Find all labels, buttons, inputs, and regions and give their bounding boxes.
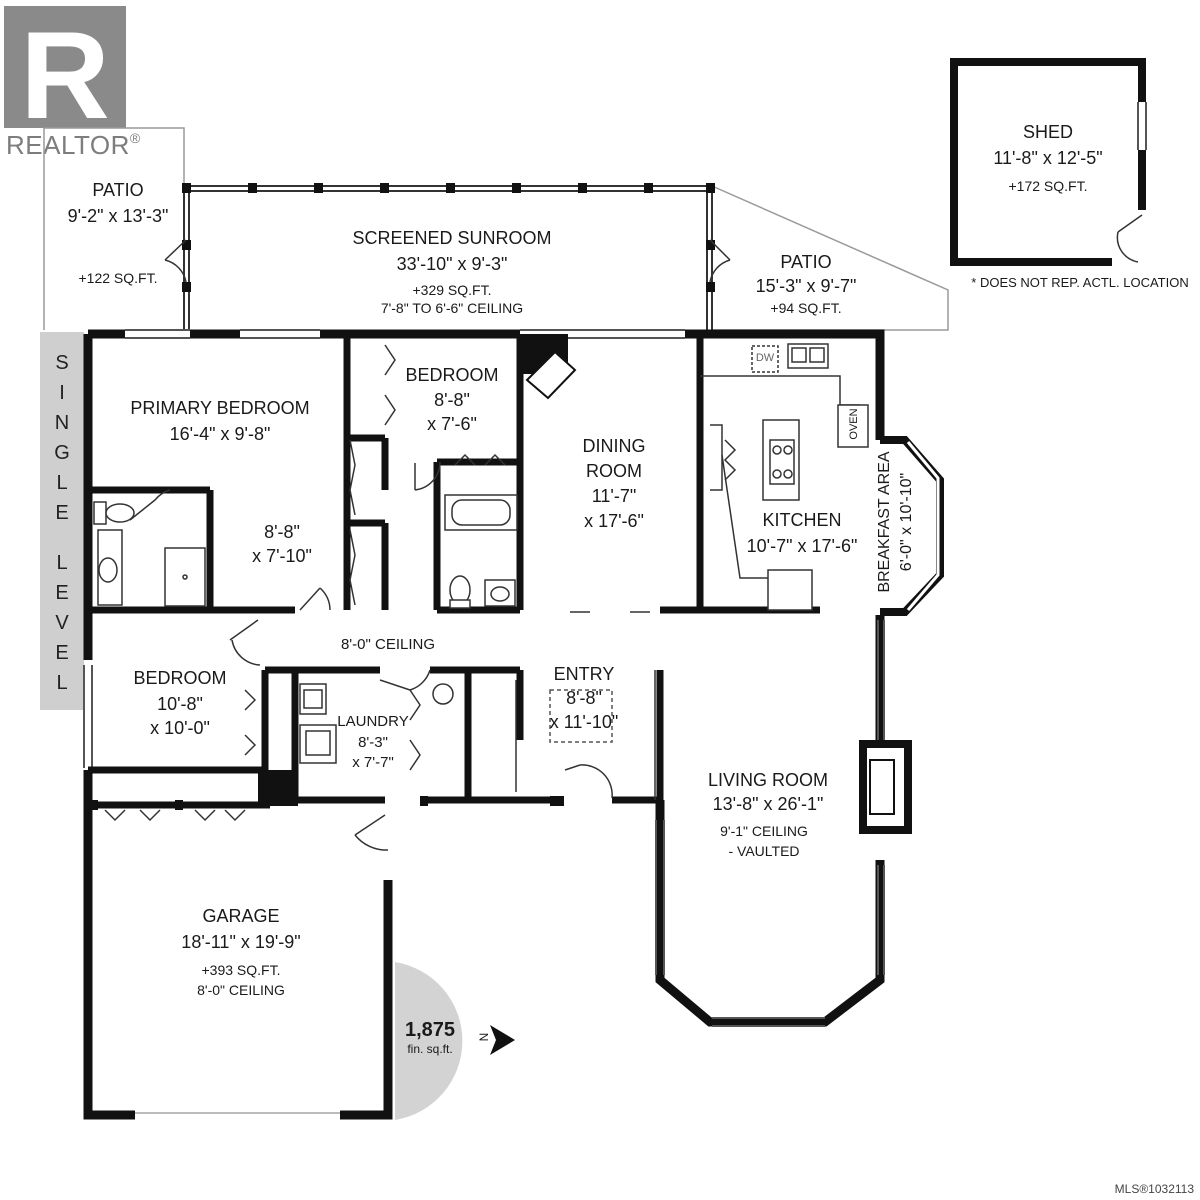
mls-number: MLS®1032113 <box>1114 1182 1194 1196</box>
dishwasher-label: DW <box>755 352 775 364</box>
garage-ceiling: 8'-0" CEILING <box>197 982 285 998</box>
kitchen-dims: 10'-7" x 17'-6" <box>746 536 858 556</box>
patio-right-name: PATIO <box>780 252 832 272</box>
compass-unit: fin. sq.ft. <box>407 1042 453 1056</box>
side-letter: S <box>55 352 69 374</box>
patio-left-outline <box>43 127 185 330</box>
patio-right-dims: 15'-3" x 9'-7" <box>755 276 857 296</box>
bedroom-small-dims-a: 8'-8" <box>434 390 470 410</box>
side-letter: V <box>55 612 69 634</box>
laundry-appliances <box>299 683 337 764</box>
shed-name: SHED <box>1022 122 1074 142</box>
side-letter: L <box>56 672 68 694</box>
ensuite-dims-b: x 7'-10" <box>252 546 312 566</box>
dishwasher <box>751 345 779 373</box>
fireplace-hearth <box>525 350 895 815</box>
shed <box>950 58 1147 266</box>
door-swings <box>129 461 650 851</box>
bedroom-small-dims-b: x 7'-6" <box>427 414 477 434</box>
bathroom-fixtures <box>93 494 518 705</box>
kitchen-name: KITCHEN <box>762 510 842 530</box>
garage-area: +393 SQ.FT. <box>201 962 281 978</box>
garage-dims: 18'-11" x 19'-9" <box>181 932 301 952</box>
primary-bedroom-name: PRIMARY BEDROOM <box>130 398 310 418</box>
bedroom-small-name: BEDROOM <box>405 365 499 385</box>
sunroom-ceiling: 7'-8" TO 6'-6" CEILING <box>380 300 524 316</box>
entry-dims-b: x 11'-10" <box>549 712 619 732</box>
laundry-dims-b: x 7'-7" <box>352 754 394 771</box>
side-letter: E <box>55 582 69 604</box>
patio-left-dims: 9'-2" x 13'-3" <box>67 206 169 226</box>
closet-doors <box>104 344 737 822</box>
bedroom-left-dims-a: 10'-8" <box>157 694 203 714</box>
realtor-logo: R REALTOR® <box>0 0 140 160</box>
sunroom-doors <box>164 239 731 283</box>
patio-left-name: PATIO <box>92 180 144 200</box>
entry-name: ENTRY <box>553 664 615 684</box>
entry-dims-a: 8'-8" <box>566 688 602 708</box>
sunroom-posts <box>182 183 715 292</box>
bedroom-left-dims-b: x 10'-0" <box>150 718 210 738</box>
shed-dims: 11'-8" x 12'-5" <box>993 148 1103 168</box>
shed-area: +172 SQ.FT. <box>1008 178 1088 194</box>
compass-north: N <box>477 1032 491 1042</box>
hall-ceiling: 8'-0" CEILING <box>340 636 436 653</box>
laundry-dims-a: 8'-3" <box>358 734 388 751</box>
side-letter: L <box>56 552 68 574</box>
garage-name: GARAGE <box>202 906 280 926</box>
dining-name-a: DINING <box>582 436 646 456</box>
realtor-logo-text: REALTOR <box>6 130 130 160</box>
realtor-r-icon: R <box>4 6 126 130</box>
realtor-mark: ® <box>129 130 141 146</box>
breakfast-name: BREAKFAST AREA <box>876 451 893 593</box>
living-name: LIVING ROOM <box>707 770 829 790</box>
dining-dims-b: x 17'-6" <box>584 511 644 531</box>
dining-dims-a: 11'-7" <box>591 486 637 506</box>
shed-note: * DOES NOT REP. ACTL. LOCATION <box>971 275 1189 290</box>
ensuite-dims-a: 8'-8" <box>264 522 300 542</box>
windows <box>83 329 885 1027</box>
side-letter: N <box>54 412 70 434</box>
sunroom-dims: 33'-10" x 9'-3" <box>396 254 508 274</box>
primary-bedroom-dims: 16'-4" x 9'-8" <box>169 424 271 444</box>
oven <box>837 404 869 448</box>
compass <box>395 962 515 1120</box>
north-arrow-icon <box>490 1025 515 1055</box>
breakfast-bay <box>880 436 944 616</box>
living-dims: 13'-8" x 26'-1" <box>712 794 824 814</box>
living-ceiling-b: - VAULTED <box>728 843 800 859</box>
breakfast-bay-glass <box>906 441 940 611</box>
oven-label: OVEN <box>848 408 860 440</box>
bedroom-left-name: BEDROOM <box>133 668 227 688</box>
sunroom-area: +329 SQ.FT. <box>412 282 492 298</box>
realtor-logo-letter: R <box>20 7 110 130</box>
single-level-band <box>40 332 84 710</box>
living-ceiling-a: 9'-1" CEILING <box>720 823 808 839</box>
side-letter: L <box>56 472 68 494</box>
sunroom-name: SCREENED SUNROOM <box>352 228 552 248</box>
breakfast-dims: 6'-0" x 10'-10" <box>898 472 915 572</box>
kitchen-fixtures <box>700 343 869 611</box>
dining-name-b: ROOM <box>586 461 642 481</box>
laundry-name: LAUNDRY <box>337 713 409 730</box>
side-letter: G <box>54 442 70 464</box>
side-letter: E <box>55 502 69 524</box>
patio-left-area: +122 SQ.FT. <box>78 270 158 286</box>
compass-area: 1,875 <box>404 1019 456 1041</box>
side-letter: I <box>59 382 65 404</box>
hall-sink <box>432 683 454 705</box>
entry-rug <box>549 689 613 743</box>
compass-disc <box>395 962 463 1120</box>
patio-right-area: +94 SQ.FT. <box>770 300 842 316</box>
side-letter: E <box>55 642 69 664</box>
